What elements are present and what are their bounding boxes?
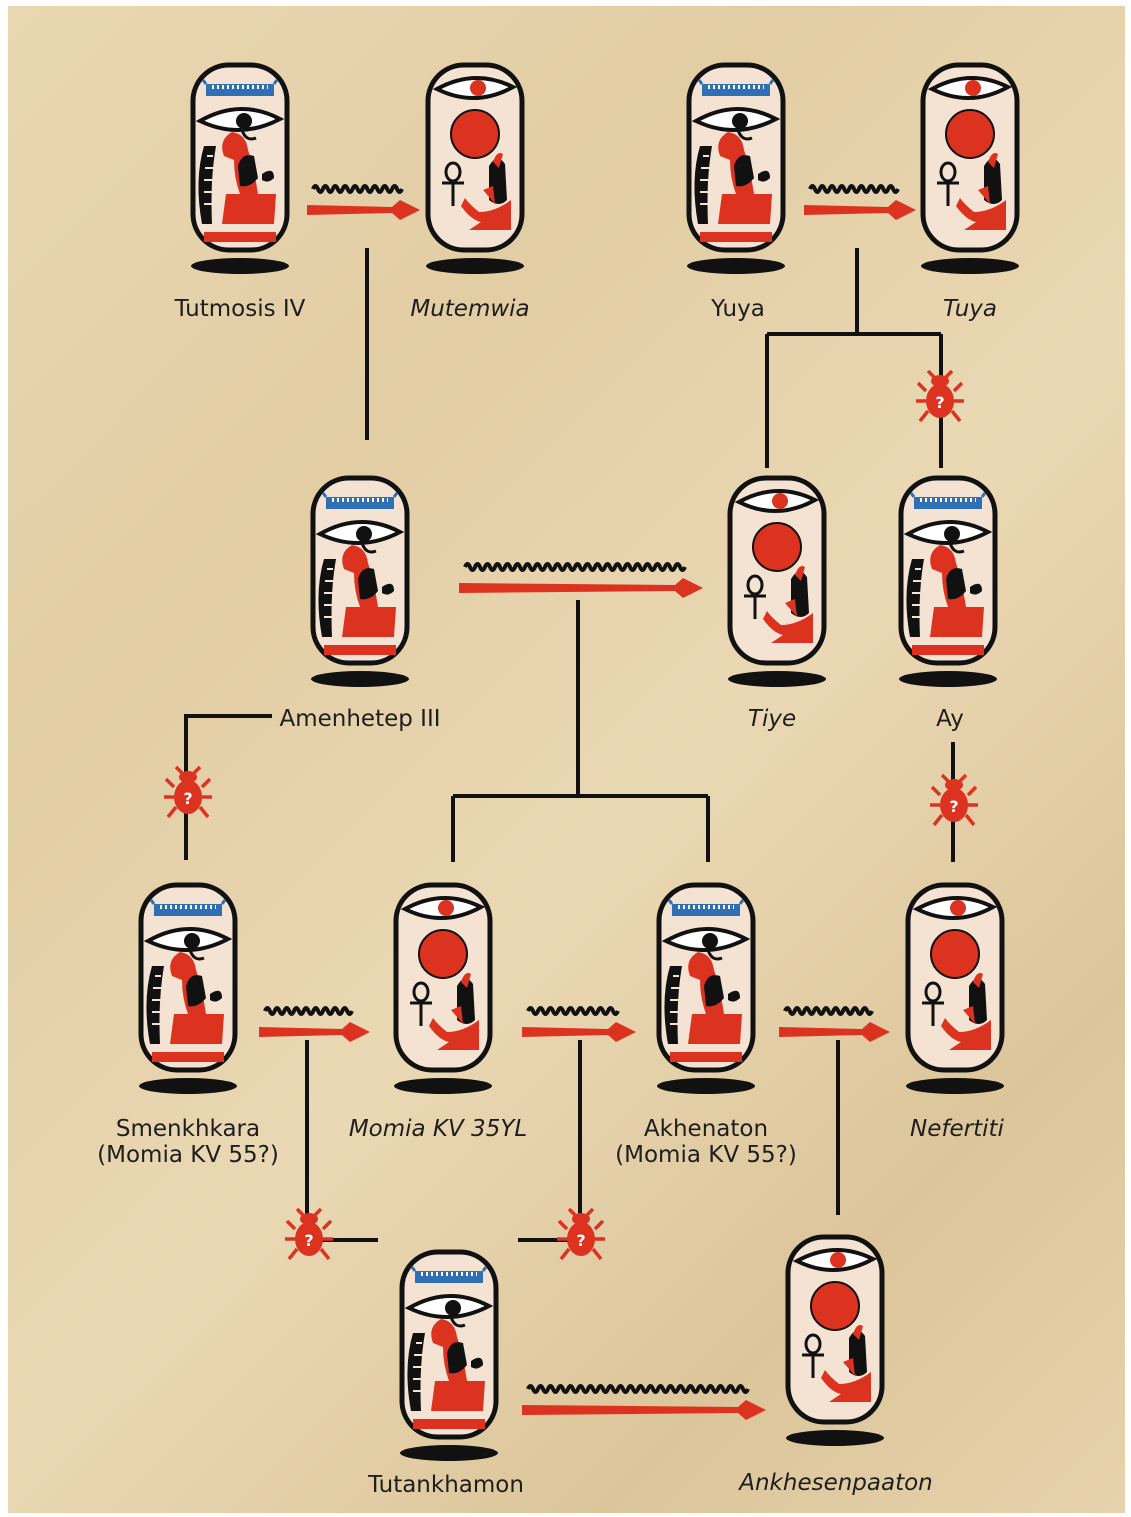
name-line: Amenhetep III [279,706,441,732]
scarab-uncertain-2: ? [928,773,980,827]
marriage-symbol-5 [779,1006,890,1042]
name-label-ay: Ay [936,706,964,732]
papyrus-background [8,6,1125,1513]
cartouche-tutankhamon [400,1252,498,1461]
name-label-tuya: Tuya [943,296,997,322]
name-label-yuya: Yuya [711,296,765,322]
cartouche-amenhetep [311,478,409,687]
name-label-tiye: Tiye [748,706,796,732]
name-note-line: (Momia KV 55?) [615,1142,797,1168]
marriage-symbol-3 [259,1006,370,1042]
name-line: Ankhesenpaaton [739,1470,933,1496]
cartouche-akhenaton [657,885,755,1094]
name-label-amenhetep: Amenhetep III [279,706,440,732]
marriage-symbol-1 [804,184,916,220]
scarab-uncertain-3: ? [283,1207,335,1261]
question-mark: ? [949,797,958,816]
name-line: Momia KV 35YL [348,1116,528,1142]
scarab-uncertain-0: ? [914,369,966,423]
cartouche-ay [899,478,997,687]
question-mark: ? [183,789,192,808]
name-line: Smenkhkara [115,1116,261,1142]
cartouche-mutemwia [426,65,524,274]
name-line: Tuya [942,296,998,322]
cartouche-yuya [687,65,785,274]
cartouche-nefertiti [906,885,1004,1094]
name-label-akhenaton: Akhenaton(Momia KV 55?) [615,1116,797,1168]
name-line: Nefertiti [910,1116,1004,1142]
marriage-symbol-0 [307,184,420,220]
cartouche-tutmosis [191,65,289,274]
name-label-tutankhamon: Tutankhamon [368,1472,524,1498]
name-note-line: (Momia KV 55?) [97,1142,279,1168]
question-mark: ? [935,393,944,412]
name-line: Tutmosis IV [174,296,306,322]
name-label-ankhesenpaaton: Ankhesenpaaton [739,1470,933,1496]
connector-line-1 [765,248,943,468]
marriage-symbol-6 [522,1384,766,1420]
name-label-tutmosis: Tutmosis IV [175,296,306,322]
name-label-mutemwia: Mutemwia [410,296,529,322]
name-label-smenkhkara: Smenkhkara(Momia KV 55?) [97,1116,279,1168]
question-mark: ? [576,1231,585,1250]
scarab-uncertain-4: ? [555,1207,607,1261]
connector-line-2 [451,600,710,862]
name-line: Mutemwia [410,296,530,322]
name-line: Tiye [747,706,797,732]
name-line: Ay [936,706,964,732]
name-line: Akhenaton [643,1116,769,1142]
question-mark: ? [304,1231,313,1250]
name-label-nefertiti: Nefertiti [910,1116,1004,1142]
scarab-uncertain-1: ? [162,765,214,819]
connector-lines [184,248,955,1242]
marriage-symbol-4 [522,1006,636,1042]
cartouche-ankhesenpaaton [786,1237,884,1446]
name-label-momia35: Momia KV 35YL [349,1116,527,1142]
marriage-symbol-2 [459,562,703,598]
cartouche-smenkhkara [139,885,237,1094]
cartouche-tuya [921,65,1019,274]
cartouche-momia35 [394,885,492,1094]
name-line: Yuya [711,296,765,322]
cartouche-tiye [728,478,826,687]
name-line: Tutankhamon [368,1472,524,1498]
